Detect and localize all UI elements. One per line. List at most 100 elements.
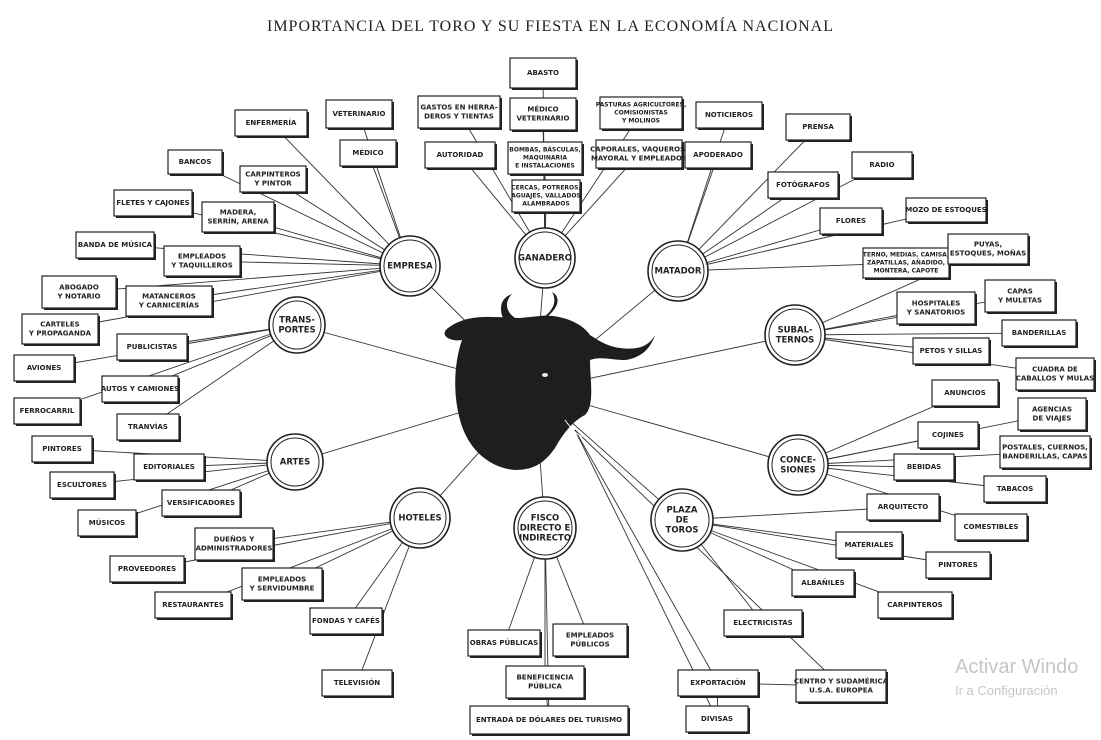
line-enfermeria-empresa	[270, 122, 411, 267]
box-banderillas: BANDERILLAS	[1001, 319, 1078, 348]
box-label: BANCOS	[179, 158, 212, 166]
box-label: MÚSICOS	[89, 518, 125, 527]
box-label: MATANCEROS	[142, 293, 196, 301]
box-label: RESTAURANTES	[162, 601, 224, 609]
hub-ganadero: GANADERO	[514, 227, 576, 289]
box-label: U.S.A. EUROPEA	[809, 687, 873, 695]
hub-label: TRANS-	[279, 316, 315, 326]
box-label: GASTOS EN HERRA-	[420, 104, 497, 112]
box-label: E INSTALACIONES	[515, 163, 575, 170]
box-comestibles: COMESTIBLES	[954, 513, 1029, 542]
box-label: ALBAÑILES	[801, 578, 844, 587]
box-label: PINTORES	[938, 561, 978, 569]
box-prensa: PRENSA	[785, 113, 852, 142]
hub-label: PORTES	[278, 326, 315, 336]
hub-label: SIONES	[780, 466, 816, 476]
windows-activation-watermark: Activar Windo Ir a Configuración	[955, 656, 1078, 698]
box-madera: MADERA,SERRÍN, ARENA	[201, 201, 276, 234]
box-label: Y PROPAGANDA	[28, 330, 92, 338]
box-label: ANUNCIOS	[944, 389, 986, 397]
box-label: PINTORES	[42, 445, 82, 453]
box-petos: PETOS Y SILLAS	[912, 337, 991, 366]
hub-label: HOTELES	[398, 514, 441, 524]
box-caporales: CAPORALES, VAQUEROS,MAYORAL Y EMPLEADOS	[590, 139, 688, 170]
box-pintores-p: PINTORES	[925, 551, 992, 580]
box-label: ENFERMERÍA	[246, 118, 297, 127]
box-label: AUTORIDAD	[437, 151, 484, 159]
box-enfermeria: ENFERMERÍA	[234, 109, 309, 138]
hub-label: TERNOS	[776, 336, 815, 346]
hub-hoteles: HOTELES	[389, 487, 451, 549]
box-label: FLORES	[836, 217, 866, 225]
box-label: PETOS Y SILLAS	[920, 347, 983, 355]
line-centro-center	[574, 429, 842, 687]
box-cercas: CERCAS, POTREROS,AGUAJES, VALLADOSALAMBR…	[511, 179, 582, 214]
box-label: SERRÍN, ARENA	[207, 217, 269, 226]
box-label: DE VIAJES	[1033, 415, 1072, 423]
box-label: ESTOQUES, MOÑAS	[950, 249, 1026, 258]
box-label: POSTALES, CUERNOS,	[1002, 444, 1088, 452]
box-label: PUBLICISTAS	[127, 343, 178, 351]
hub-label: TOROS	[666, 526, 699, 536]
hub-label: MATADOR	[655, 267, 702, 277]
box-label: BANDERILLAS, CAPAS	[1002, 453, 1087, 461]
bull-head-illustration	[444, 292, 655, 470]
line-proveedores-hoteles	[146, 517, 421, 570]
box-mozo: MOZO DE ESTOQUES	[905, 197, 988, 224]
box-label: ENTRADA DE DÓLARES DEL TURISMO	[476, 715, 622, 724]
hub-artes: ARTES	[266, 433, 324, 491]
box-publicistas: PUBLICISTAS	[116, 333, 189, 362]
box-label: ADMINISTRADORES	[196, 545, 273, 553]
box-label: ESCULTORES	[57, 481, 107, 489]
line-carteles-empresa	[59, 265, 411, 330]
box-label: VETERINARIO	[517, 115, 570, 123]
hub-matador: MATADOR	[647, 240, 709, 302]
box-label: MAQUINARIA	[523, 155, 567, 162]
box-label: EMPLEADOS	[258, 576, 306, 584]
box-label: MAYORAL Y EMPLEADOS	[591, 155, 687, 163]
box-noticieros: NOTICIEROS	[695, 101, 764, 130]
box-label: Y MOLINOS	[621, 118, 660, 125]
hub-label: INDIRECTO	[519, 534, 571, 544]
watermark-line1: Activar Windo	[955, 656, 1079, 678]
hub-label: ARTES	[280, 458, 310, 468]
box-label: CARPINTEROS	[887, 601, 942, 609]
box-aviones: AVIONES	[13, 354, 76, 383]
box-label: PÚBLICA	[528, 682, 562, 691]
box-label: TRANVÍAS	[128, 422, 168, 431]
box-label: BOMBAS, BÁSCULAS,	[509, 147, 580, 154]
box-label: TABACOS	[997, 485, 1034, 493]
box-restaurantes: RESTAURANTES	[154, 591, 233, 620]
box-label: AVIONES	[27, 364, 62, 372]
hub-label: SUBAL-	[777, 326, 812, 336]
box-label: EDITORIALES	[143, 463, 195, 471]
box-cojines: COJINES	[917, 421, 980, 450]
box-label: MONTERA, CAPOTE	[874, 268, 939, 275]
box-label: DIVISAS	[701, 715, 733, 723]
box-label: DUEÑOS Y	[214, 535, 256, 544]
box-label: MADERA,	[220, 209, 257, 217]
line-ferrocarril-transportes	[46, 324, 298, 412]
box-label: CERCAS, POTREROS,	[511, 185, 581, 192]
box-label: BANDERILLAS	[1012, 329, 1067, 337]
box-fletes: FLETES Y CAJONES	[113, 189, 194, 218]
line-tranvias-transportes	[147, 324, 298, 428]
box-label: PÚBLICOS	[570, 640, 609, 649]
box-label: EXPORTACIÓN	[690, 678, 746, 687]
box-label: MATERIALES	[844, 541, 893, 549]
box-label: Y MULETAS	[997, 297, 1042, 305]
box-label: BENEFICENCIA	[516, 674, 574, 682]
box-label: CARTELES	[40, 321, 79, 329]
hub-empresa: EMPRESA	[379, 235, 441, 297]
box-postales: POSTALES, CUERNOS,BANDERILLAS, CAPAS	[999, 435, 1092, 470]
box-exportacion: EXPORTACIÓN	[677, 669, 760, 698]
box-label: CAPORALES, VAQUEROS,	[590, 146, 688, 154]
page-title: IMPORTANCIA DEL TORO Y SU FIESTA EN LA E…	[266, 18, 834, 35]
